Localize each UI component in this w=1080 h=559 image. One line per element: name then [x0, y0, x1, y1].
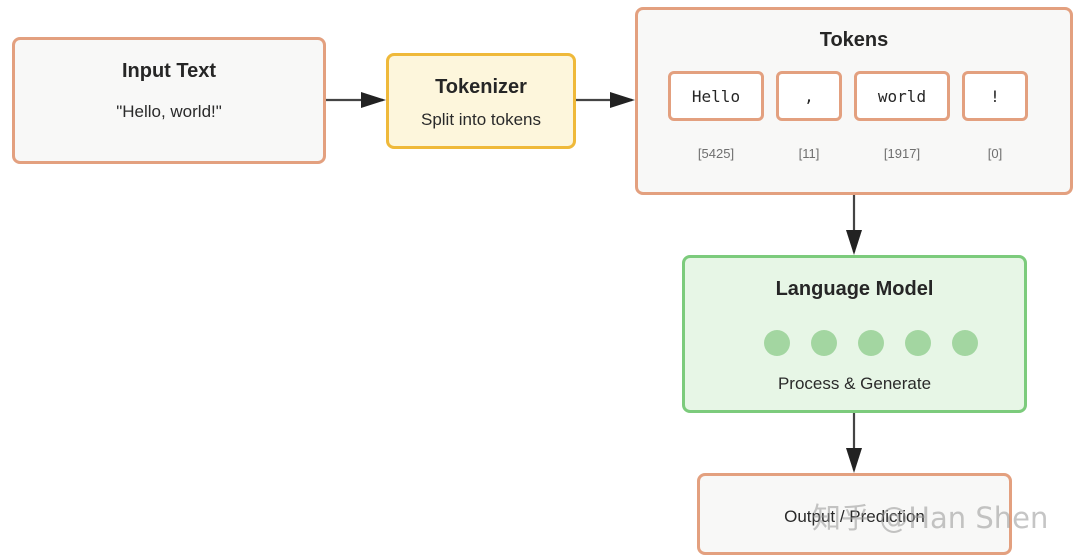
token-chip: ! [962, 71, 1028, 121]
token-id: [11] [798, 146, 820, 161]
tokenizer-subtitle: Split into tokens [420, 110, 541, 129]
input-text-title: Input Text [121, 60, 217, 82]
language-model-subtitle: Process & Generate [777, 374, 932, 393]
neuron-dot-icon [952, 330, 978, 356]
token-id: [5425] [697, 146, 735, 161]
token-chip: world [854, 71, 950, 121]
neuron-dot-icon [905, 330, 931, 356]
tokens-node: Tokens Hello , world ! [5425] [11] [1917… [635, 7, 1073, 195]
neuron-dot-icon [811, 330, 837, 356]
arrowhead-icon [610, 92, 635, 108]
input-text-value: "Hello, world!" [116, 102, 222, 121]
arrowhead-icon [846, 448, 862, 473]
arrowhead-icon [846, 230, 862, 255]
arrowhead-icon [361, 92, 386, 108]
language-model-node: Language Model Process & Generate [682, 255, 1027, 413]
neuron-dot-icon [764, 330, 790, 356]
token-chip: Hello [668, 71, 764, 121]
output-node: Output / Prediction [697, 473, 1012, 555]
input-text-node: Input Text "Hello, world!" [12, 37, 326, 164]
language-model-title: Language Model [775, 278, 934, 300]
token-id: [1917] [883, 146, 921, 161]
tokenizer-node: Tokenizer Split into tokens [386, 53, 576, 149]
tokens-title: Tokens [819, 29, 889, 51]
output-label: Output / Prediction [784, 507, 925, 526]
tokenizer-title: Tokenizer [435, 76, 527, 98]
token-id: [0] [987, 146, 1003, 161]
neuron-dot-icon [858, 330, 884, 356]
token-chip: , [776, 71, 842, 121]
